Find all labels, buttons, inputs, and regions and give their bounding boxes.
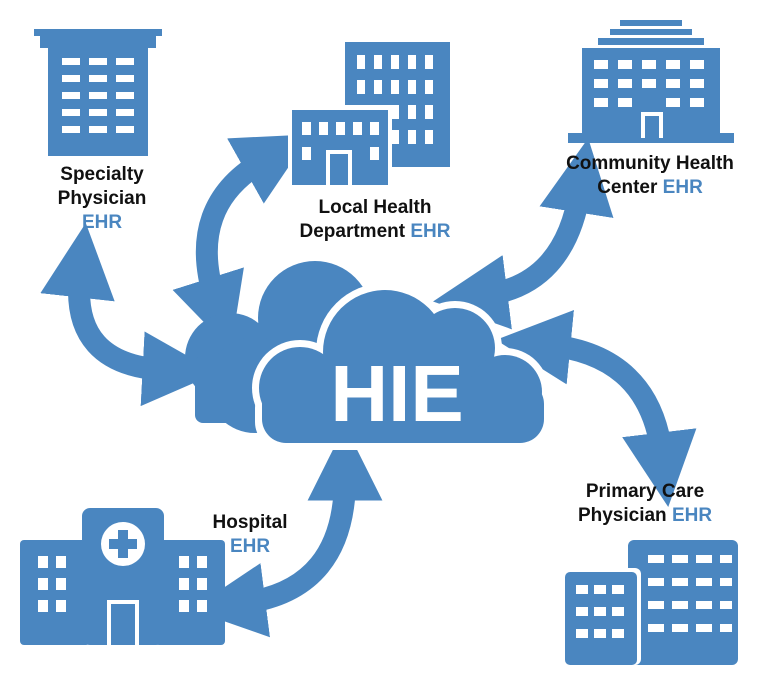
primary-care-building-icon [561,540,738,665]
cloud-icon: HIE [185,261,551,450]
local-health-ehr: EHR [410,221,451,242]
arrow-primary-care-hie [495,309,697,507]
specialty-building-icon [34,29,162,156]
local-health-department-label: Local Health Department EHR [285,196,465,244]
local-health-building-icon [288,42,450,187]
primary-care-line2: Physician [577,505,667,526]
arrow-local-health-hie [172,134,311,350]
specialty-line1: Specialty [60,164,144,185]
hospital-ehr: EHR [229,536,271,557]
double-arrow-icon [433,138,614,330]
primary-care-ehr: EHR [671,505,713,526]
local-health-line2: Department [299,221,406,242]
local-health-line1: Local Health [318,197,432,218]
hie-label: HIE [330,349,463,438]
specialty-line2: Physician [57,188,147,209]
hospital-line1: Hospital [212,512,288,533]
community-ehr: EHR [662,177,703,198]
hospital-icon [20,508,225,645]
double-arrow-icon [495,309,697,507]
community-health-center-label: Community Health Center EHR [545,152,755,200]
primary-care-physician-label: Primary Care Physician EHR [555,480,735,528]
specialty-ehr: EHR [81,212,123,233]
double-arrow-icon [191,425,383,638]
double-arrow-icon [40,222,218,407]
community-health-building-icon [568,20,734,143]
double-arrow-icon [172,134,311,350]
specialty-physician-label: Specialty Physician EHR [42,163,162,235]
arrow-hospital-hie [191,425,383,638]
community-line2: Center [597,177,658,198]
hospital-label: Hospital EHR [195,511,305,559]
primary-care-line1: Primary Care [585,481,705,502]
arrow-specialty-hie [40,222,218,407]
community-line1: Community Health [566,153,734,174]
arrow-community-hie [433,138,614,330]
